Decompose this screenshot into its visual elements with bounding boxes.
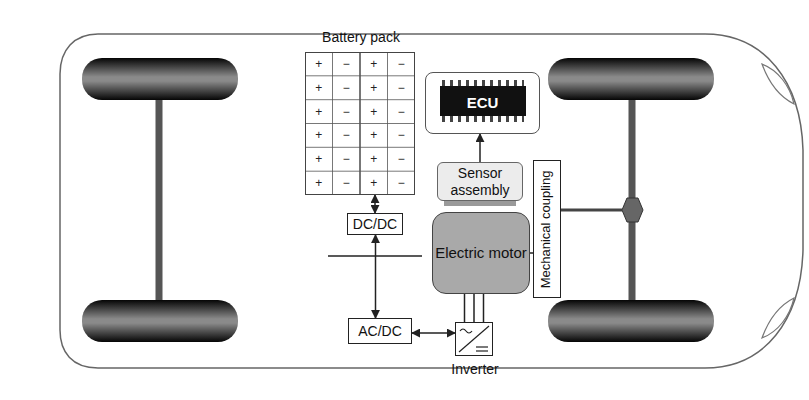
- battery-grid: [305, 52, 415, 195]
- headlight: [762, 298, 794, 338]
- converter-box: AC/DC: [348, 318, 412, 344]
- polarity-mark: −: [343, 129, 350, 141]
- node-label: Mechanical coupling: [540, 170, 555, 288]
- node-label: AC/DC: [358, 323, 402, 339]
- node-label: DC/DC: [353, 216, 397, 232]
- node-label: ECU: [467, 94, 499, 111]
- polarity-mark: +: [370, 106, 377, 118]
- node-caption: Inverter: [416, 361, 534, 377]
- battery-pack: Battery pack+−+−+−+−+−+−+−+−+−+−+−+−: [305, 52, 415, 195]
- polarity-mark: −: [343, 82, 350, 94]
- connector: [375, 235, 376, 318]
- polarity-mark: −: [343, 153, 350, 165]
- polarity-mark: −: [398, 177, 405, 189]
- polarity-mark: +: [370, 153, 377, 165]
- wheel: [548, 58, 714, 100]
- polarity-mark: −: [343, 58, 350, 70]
- node-label: Electric motor: [435, 244, 527, 261]
- polarity-mark: +: [315, 106, 322, 118]
- polarity-mark: +: [315, 82, 322, 94]
- polarity-mark: +: [315, 177, 322, 189]
- polarity-mark: −: [398, 82, 405, 94]
- polarity-mark: −: [398, 153, 405, 165]
- chip-pins: [442, 80, 524, 86]
- polarity-mark: +: [370, 177, 377, 189]
- polarity-mark: +: [370, 129, 377, 141]
- polarity-mark: −: [398, 129, 405, 141]
- polarity-mark: +: [315, 153, 322, 165]
- coupling-box: Mechanical coupling: [533, 160, 561, 298]
- drive-shaft: [561, 209, 622, 212]
- connector-line: [464, 294, 466, 322]
- polarity-mark: −: [398, 106, 405, 118]
- headlight: [762, 64, 794, 104]
- connector-line: [479, 134, 481, 162]
- polarity-mark: −: [398, 58, 405, 70]
- polarity-mark: +: [370, 82, 377, 94]
- node-label: Sensor assembly: [438, 165, 522, 197]
- wheel: [82, 300, 238, 342]
- connector-line: [374, 195, 376, 213]
- chip-pins: [442, 116, 524, 122]
- polarity-mark: +: [370, 58, 377, 70]
- connector: [480, 134, 481, 162]
- polarity-mark: −: [343, 177, 350, 189]
- ecu-chip: [440, 86, 526, 116]
- polarity-mark: +: [315, 129, 322, 141]
- rear-axle: [156, 98, 163, 302]
- sensor-box: Sensor assembly: [437, 162, 523, 201]
- car-body: [60, 34, 803, 368]
- inverter-box: Inverter: [455, 322, 493, 356]
- node-heading: Battery pack: [286, 29, 436, 45]
- connector-line: [483, 294, 485, 322]
- connector: [465, 294, 484, 322]
- differential: [622, 198, 643, 222]
- connector-line: [412, 332, 455, 334]
- wheel: [548, 300, 714, 342]
- polarity-mark: +: [315, 58, 322, 70]
- inverter-symbol: [459, 326, 489, 352]
- connector-line: [375, 235, 377, 318]
- connector: [412, 333, 455, 334]
- polarity-mark: −: [343, 106, 350, 118]
- converter-box: DC/DC: [347, 213, 403, 235]
- sensor-plate: [444, 201, 516, 206]
- connector: [375, 195, 376, 213]
- ecu-box: ECU: [425, 72, 540, 134]
- wheel: [82, 58, 238, 100]
- connector-line: [473, 294, 475, 322]
- motor-box: Electric motor: [432, 212, 530, 294]
